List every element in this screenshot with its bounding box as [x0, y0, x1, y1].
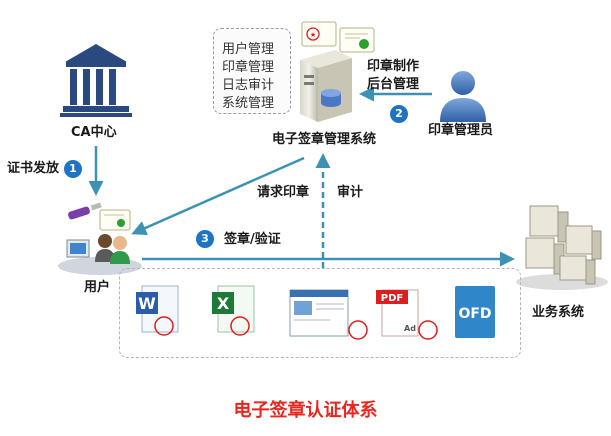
request-seal-label: 请求印章 — [257, 185, 310, 200]
esign-system-label: 电子签章管理系统 — [272, 132, 377, 147]
business-system-label: 业务系统 — [532, 305, 585, 320]
sign-verify-label: 签章/验证 — [224, 232, 281, 247]
svg-text:X: X — [217, 294, 230, 313]
menu-item-seal-management: 印章管理 — [222, 60, 275, 75]
step-2-badge: 2 — [390, 105, 408, 123]
ofd-doc-icon: OFD — [455, 286, 495, 338]
svg-text:★: ★ — [310, 31, 316, 39]
pdf-label: PDF — [381, 293, 403, 304]
menu-item-log-audit: 日志审计 — [222, 78, 275, 93]
arrow-request-seal — [131, 156, 305, 236]
server-icon — [300, 50, 352, 122]
ca-center-label: CA中心 — [71, 125, 117, 140]
certificate-icon: ★ — [301, 21, 375, 53]
seal-admin-label: 印章管理员 — [428, 123, 494, 138]
menu-item-system-management: 系统管理 — [222, 96, 275, 111]
user-certificate-icon — [99, 209, 131, 231]
word-doc-icon: W — [136, 285, 179, 336]
pdf-doc-icon: PDF Ad — [376, 289, 438, 340]
step-1-badge: 1 — [64, 160, 82, 178]
documents-box — [119, 268, 521, 358]
excel-doc-icon: X — [212, 285, 255, 336]
menu-item-user-management: 用户管理 — [222, 42, 275, 57]
backend-admin-label: 后台管理 — [367, 77, 420, 92]
ofd-label: OFD — [458, 306, 491, 322]
user-label: 用户 — [84, 280, 111, 295]
cert-issue-label: 证书发放 — [7, 161, 60, 176]
business-servers-icon — [516, 205, 608, 290]
webpage-doc-icon — [289, 289, 368, 340]
admin-person-icon — [440, 71, 486, 122]
diagram-caption: 电子签章认证体系 — [233, 400, 378, 421]
bank-building-icon — [60, 44, 132, 117]
system-functions-box: 用户管理 印章管理 日志审计 系统管理 — [213, 28, 291, 114]
step-3-badge: 3 — [196, 230, 214, 248]
seal-make-label: 印章制作 — [367, 59, 420, 74]
svg-text:W: W — [138, 294, 156, 313]
pdf-mark: Ad — [404, 324, 416, 333]
audit-label: 审计 — [337, 185, 364, 200]
usb-key-icon — [68, 202, 102, 220]
